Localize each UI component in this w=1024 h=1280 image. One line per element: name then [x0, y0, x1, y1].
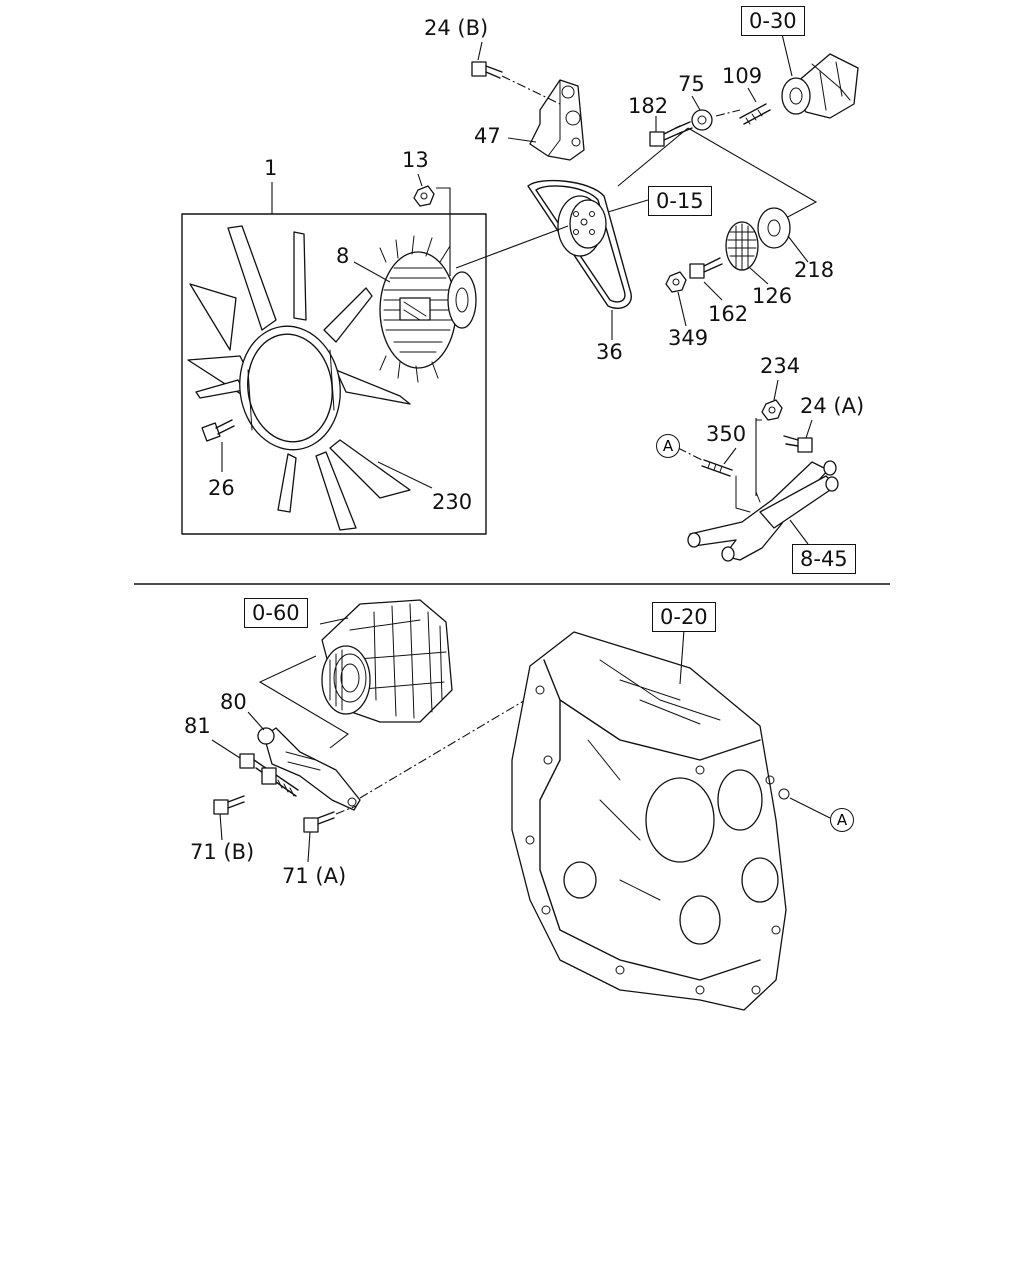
label-71a: 71 (A) — [282, 864, 347, 888]
connection-marker-a-bottom: A — [830, 808, 854, 832]
nut-349-icon — [665, 271, 687, 293]
bolt-162-icon — [689, 257, 723, 279]
bolt-71b-icon — [213, 795, 245, 815]
label-13: 13 — [402, 148, 429, 172]
connection-marker-a-top: A — [656, 434, 680, 458]
label-234: 234 — [760, 354, 801, 378]
ref-box-0-20: 0-20 — [652, 602, 716, 632]
label-47: 47 — [474, 124, 501, 148]
label-126: 126 — [752, 284, 793, 308]
idler-pulley-icon — [725, 207, 791, 271]
ref-box-8-45: 8-45 — [792, 544, 856, 574]
label-349: 349 — [668, 326, 709, 350]
pulley-icon — [557, 195, 607, 257]
label-24a: 24 (A) — [800, 394, 865, 418]
stud-109-icon — [739, 103, 771, 125]
ref-box-0-60: 0-60 — [244, 598, 308, 628]
label-109: 109 — [722, 64, 763, 88]
bolt-182-icon — [649, 125, 683, 147]
label-80: 80 — [220, 690, 247, 714]
fan-clutch-icon — [379, 235, 477, 383]
stud-350-icon — [701, 459, 733, 477]
label-36: 36 — [596, 340, 623, 364]
water-pump-icon — [781, 53, 859, 119]
nut-13-icon — [413, 185, 435, 207]
label-350: 350 — [706, 422, 747, 446]
washer-75-icon — [675, 109, 713, 135]
bolt-24a-icon — [783, 435, 813, 453]
cooling-fan-icon — [187, 225, 411, 531]
label-230: 230 — [432, 490, 473, 514]
ref-box-0-30: 0-30 — [741, 6, 805, 36]
generator-icon — [321, 599, 453, 723]
bolt-71a-icon — [303, 811, 335, 833]
bolt-81-icon — [239, 753, 299, 797]
ref-box-0-15: 0-15 — [648, 186, 712, 216]
water-pipe-icon — [687, 460, 839, 562]
label-182: 182 — [628, 94, 669, 118]
label-81: 81 — [184, 714, 211, 738]
timing-gear-case-icon — [511, 631, 790, 1011]
label-71b: 71 (B) — [190, 840, 255, 864]
nut-234-icon — [761, 399, 783, 421]
label-218: 218 — [794, 258, 835, 282]
label-24b: 24 (B) — [424, 16, 489, 40]
bolt-26-icon — [201, 419, 235, 442]
label-8: 8 — [336, 244, 350, 268]
v-belt-icon — [527, 179, 632, 309]
fan-assembly-frame — [181, 213, 487, 535]
bolt-24b-icon — [471, 61, 503, 79]
label-162: 162 — [708, 302, 749, 326]
label-75: 75 — [678, 72, 705, 96]
adjusting-plate-icon — [257, 727, 361, 811]
label-26: 26 — [208, 476, 235, 500]
label-1: 1 — [264, 156, 278, 180]
bracket-icon — [529, 79, 585, 161]
